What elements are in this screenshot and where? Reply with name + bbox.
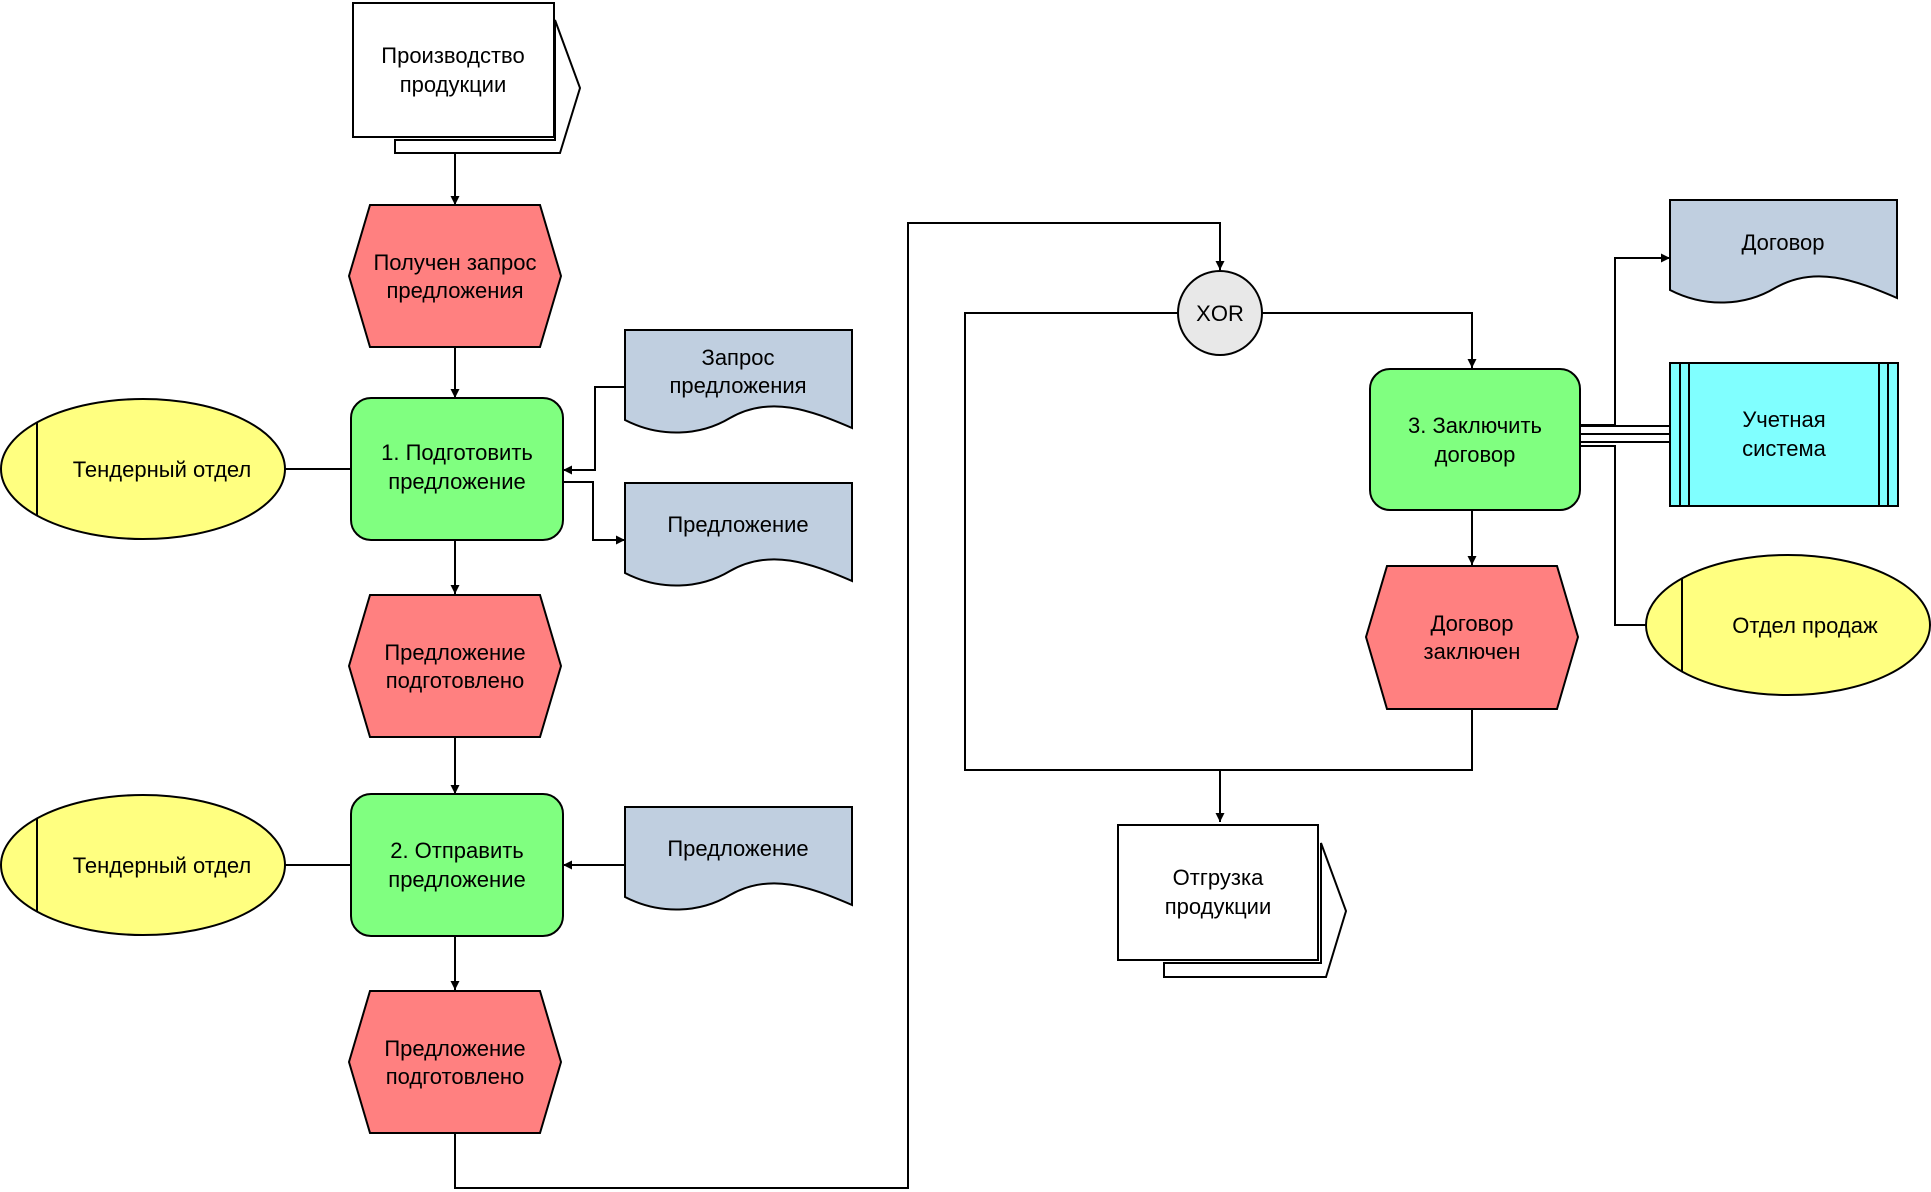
connectors [285,140,1670,1189]
process-interface-start[interactable]: Производство продукции [352,2,582,154]
org-tender-department-1[interactable]: Тендерный отдел [0,398,286,540]
process-interface-end[interactable]: Отгрузка продукции [1117,824,1348,978]
node-label-line2: предложение [388,867,525,892]
node-label-line2: подготовлено [386,668,525,693]
node-label-line1: 3. Заключить [1408,413,1542,438]
node-label: Договор [1741,230,1824,255]
node-label-line1: Производство [381,43,524,68]
interface-box [352,2,555,138]
edge-signed-to-merge [1220,710,1473,771]
node-label-line1: Предложение [384,640,525,665]
node-label-line1: Договор [1430,611,1513,636]
event-offer-prepared-2[interactable]: Предложение подготовлено [347,990,563,1134]
node-label-line1: Учетная [1742,407,1825,432]
node-label-line1: Запрос [702,345,775,370]
node-label: Предложение [667,836,808,861]
node-label-line1: 1. Подготовить [381,440,533,465]
edge-contract-to-doc [1580,253,1670,426]
node-label-line2: продукции [1165,894,1272,919]
node-label-line2: продукции [400,72,507,97]
function-send-offer[interactable]: 2. Отправить предложение [350,793,564,937]
function-sign-contract[interactable]: 3. Заключить договор [1369,368,1581,511]
document-offer-2[interactable]: Предложение [624,806,853,911]
edge-contract-to-sales [1580,445,1646,626]
node-label-line2: заключен [1424,639,1521,664]
node-label-line2: подготовлено [386,1064,525,1089]
interface-box [1117,824,1319,961]
event-request-received[interactable]: Получен запрос предложения [347,204,563,348]
edge-xor-to-end [964,312,1225,822]
document-contract[interactable]: Договор [1669,199,1898,304]
event-offer-prepared-1[interactable]: Предложение подготовлено [347,594,563,738]
edge-request-to-prepare [563,386,625,475]
node-label-line2: предложение [388,469,525,494]
edge-xor-to-contract [1262,312,1477,368]
node-label: Тендерный отдел [73,457,252,482]
node-label-line2: система [1742,436,1826,461]
edge-prepare-to-offer [563,481,625,545]
node-label-line2: предложения [669,373,806,398]
node-label-line2: предложения [386,278,523,303]
xor-operator[interactable]: XOR [1177,270,1263,356]
node-label-line1: 2. Отправить [390,838,524,863]
document-offer-1[interactable]: Предложение [624,482,853,587]
node-label: Тендерный отдел [73,853,252,878]
interface-shadow [1163,842,1348,978]
node-label: Предложение [667,512,808,537]
edge-prepared2-to-xor [454,222,1225,1189]
node-label-line1: Отгрузка [1173,865,1264,890]
org-sales-department[interactable]: Отдел продаж [1645,554,1931,696]
document-request[interactable]: Запрос предложения [624,329,853,434]
edge-contract-to-system [1580,425,1670,443]
org-tender-department-2[interactable]: Тендерный отдел [0,794,286,936]
function-prepare-offer[interactable]: 1. Подготовить предложение [350,397,564,541]
node-label-line1: Предложение [384,1036,525,1061]
node-label-line2: договор [1435,442,1516,467]
system-accounting[interactable]: Учетная система [1669,362,1899,507]
event-contract-signed[interactable]: Договор заключен [1364,565,1580,710]
node-label: XOR [1196,301,1244,326]
node-label-line1: Получен запрос [373,250,536,275]
node-label: Отдел продаж [1732,613,1878,638]
